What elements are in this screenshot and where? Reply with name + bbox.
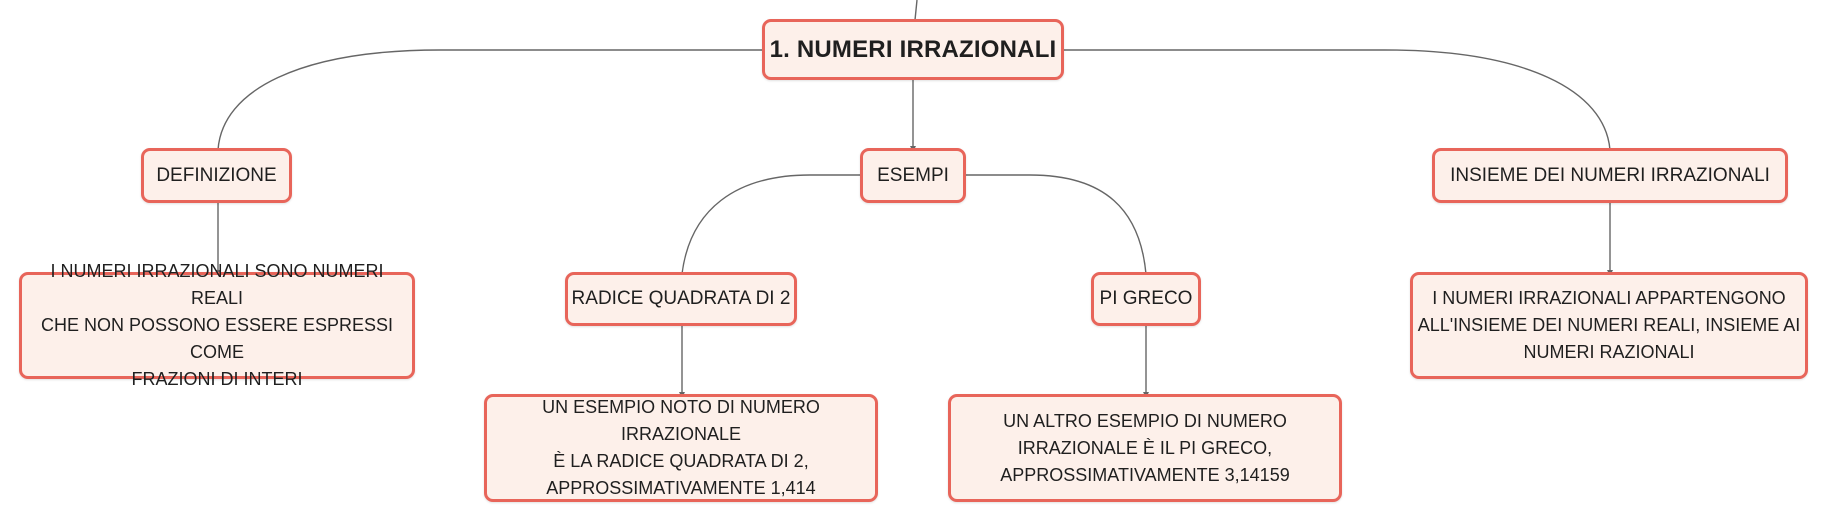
topic-label-insieme: INSIEME DEI NUMERI IRRAZIONALI	[1450, 164, 1770, 186]
subtopic-node-pigreco[interactable]: PI GRECO	[1091, 272, 1201, 326]
connector-esempi-radice	[681, 174, 860, 275]
central-topic-label: 1. NUMERI IRRAZIONALI	[769, 35, 1057, 63]
detail-node-definizione[interactable]: I NUMERI IRRAZIONALI SONO NUMERI REALI C…	[19, 261, 415, 389]
detail-text-pigreco: UN ALTRO ESEMPIO DI NUMERO IRRAZIONALE È…	[1000, 410, 1290, 485]
subtopic-label-pigreco: PI GRECO	[1099, 288, 1193, 309]
subtopic-node-radice[interactable]: RADICE QUADRATA DI 2	[565, 272, 797, 326]
topic-label-definizione: DEFINIZIONE	[156, 164, 277, 186]
detail-text-radice: UN ESEMPIO NOTO DI NUMERO IRRAZIONALE È …	[542, 397, 820, 498]
detail-text-insieme: I NUMERI IRRAZIONALI APPARTENGONO ALL'IN…	[1417, 288, 1801, 362]
detail-text-definizione: I NUMERI IRRAZIONALI SONO NUMERI REALI C…	[40, 261, 394, 389]
central-topic-node[interactable]: 1. NUMERI IRRAZIONALI	[762, 19, 1064, 80]
topic-node-esempi[interactable]: ESEMPI	[860, 148, 966, 203]
connector-central-insieme	[1064, 49, 1611, 151]
topic-node-insieme[interactable]: INSIEME DEI NUMERI IRRAZIONALI	[1432, 148, 1788, 203]
topic-node-definizione[interactable]: DEFINIZIONE	[141, 148, 292, 203]
connector-esempi-pigreco	[966, 174, 1147, 275]
connector-central-definizione	[217, 49, 762, 151]
subtopic-label-radice: RADICE QUADRATA DI 2	[571, 288, 791, 309]
topic-label-esempi: ESEMPI	[877, 164, 949, 186]
connector-parent-stub	[914, 0, 918, 21]
detail-node-radice[interactable]: UN ESEMPIO NOTO DI NUMERO IRRAZIONALE È …	[484, 394, 878, 502]
detail-node-pigreco[interactable]: UN ALTRO ESEMPIO DI NUMERO IRRAZIONALE È…	[948, 394, 1342, 502]
detail-node-insieme[interactable]: I NUMERI IRRAZIONALI APPARTENGONO ALL'IN…	[1410, 272, 1808, 379]
